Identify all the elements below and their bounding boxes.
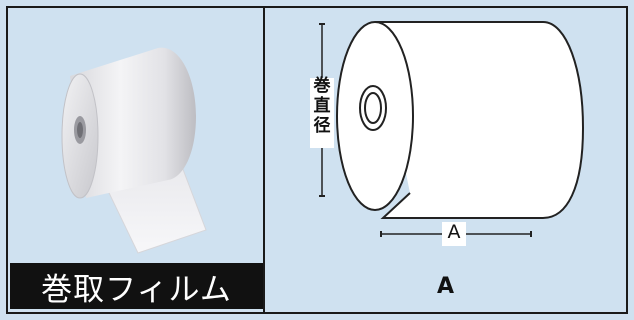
diameter-label-char-1: 巻 <box>313 76 331 96</box>
diameter-label: 巻 直 径 <box>310 76 334 136</box>
panel-divider <box>263 6 265 314</box>
product-photo <box>8 8 263 263</box>
roll-schematic <box>310 21 585 246</box>
roll-diagram: 巻 直 径 A <box>265 8 626 263</box>
product-name-caption: 巻取フィルム <box>10 263 263 309</box>
dimension-caption: A <box>436 273 455 299</box>
film-roll-photo <box>61 47 207 254</box>
diameter-label-char-2: 直 <box>313 96 331 116</box>
width-label: A <box>447 221 461 243</box>
diameter-label-char-3: 径 <box>313 116 331 136</box>
card-border <box>6 6 628 314</box>
